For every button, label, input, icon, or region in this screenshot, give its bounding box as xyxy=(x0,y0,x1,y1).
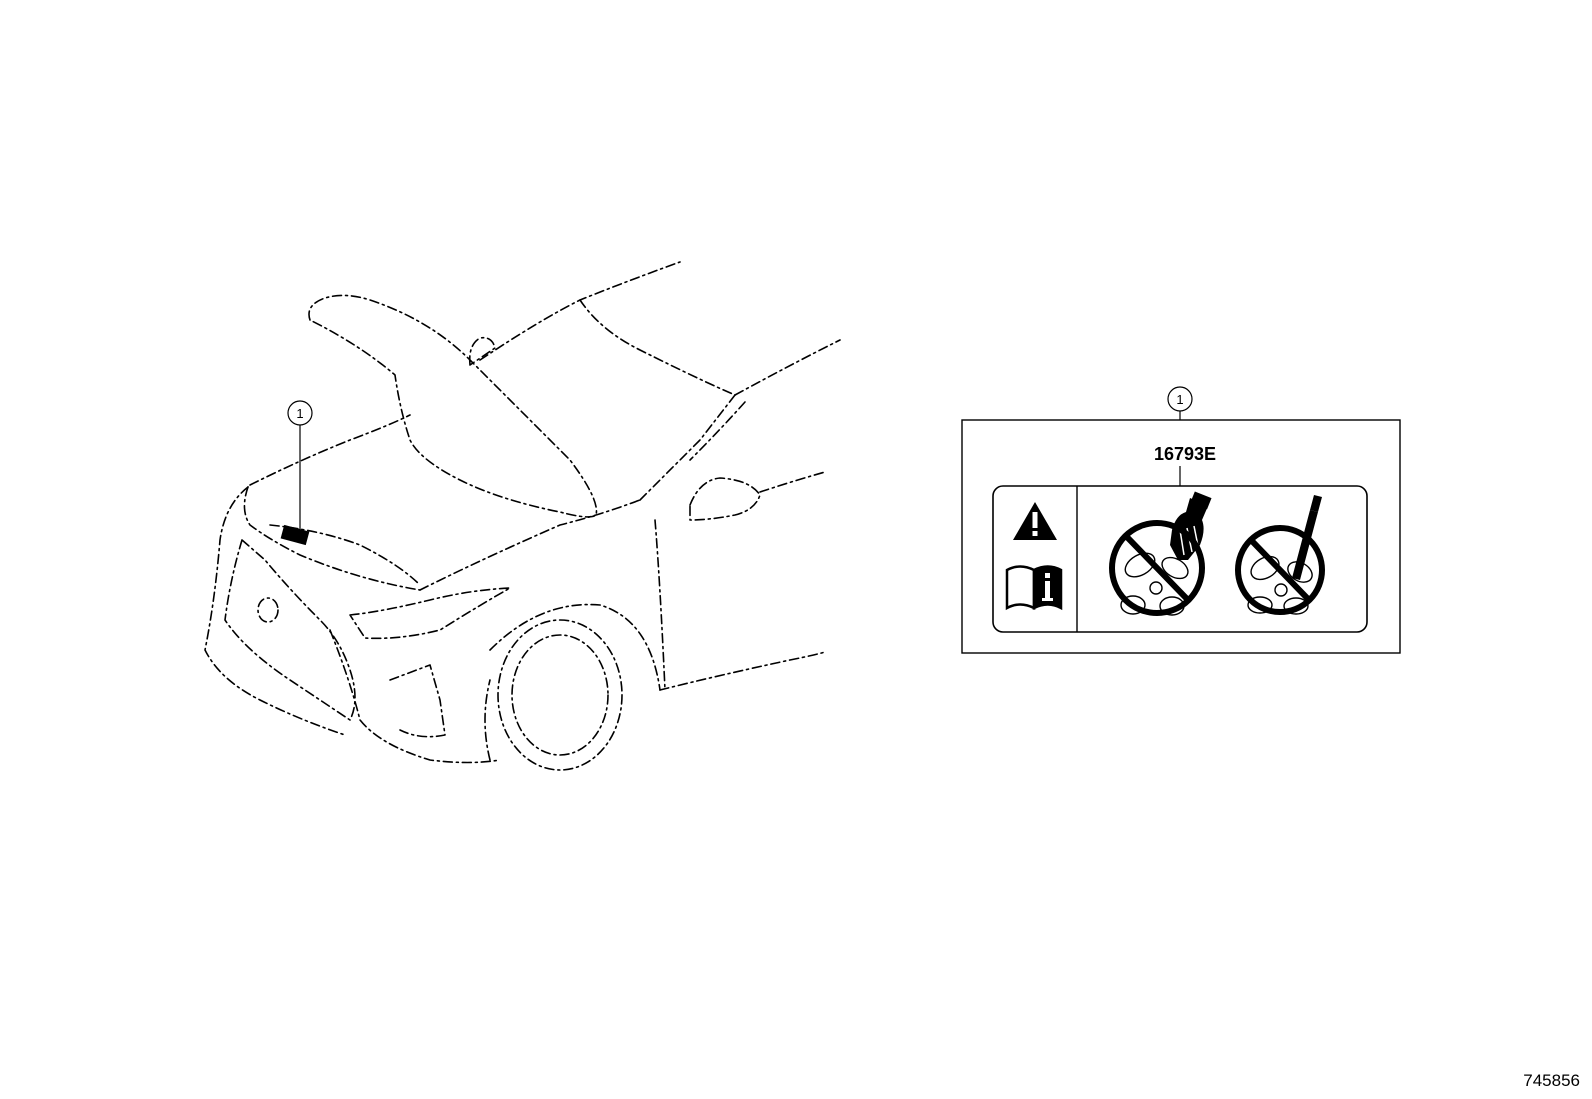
no-hand-fan-icon xyxy=(1109,491,1212,616)
car-illustration xyxy=(204,261,841,771)
callout-car-number: 1 xyxy=(296,406,303,421)
callout-inset-number: 1 xyxy=(1176,392,1183,407)
warning-triangle-icon xyxy=(1013,502,1057,540)
figure-number: 745856 xyxy=(1523,1071,1580,1090)
label-location-marker xyxy=(280,524,310,546)
callout-car: 1 xyxy=(287,400,313,426)
label-inset: 1 16793E xyxy=(961,386,1401,654)
part-number: 16793E xyxy=(1154,444,1216,464)
no-tool-fan-icon xyxy=(1235,495,1325,615)
manual-info-icon xyxy=(1005,565,1063,611)
